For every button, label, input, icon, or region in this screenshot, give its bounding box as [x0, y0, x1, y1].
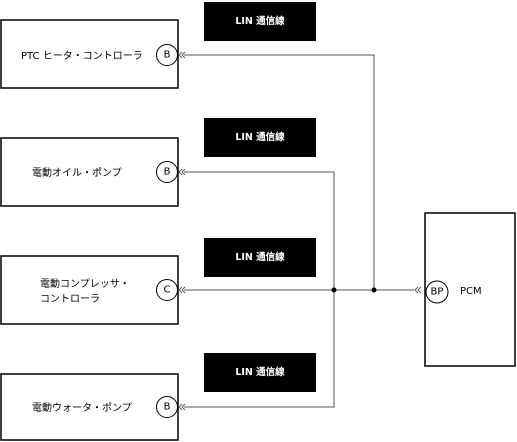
svg-text:B: B — [164, 402, 171, 413]
connector-pin-ptc-heater: B — [156, 44, 186, 66]
module-label-line-1: 電動コンプレッサ・ — [40, 277, 130, 290]
module-electric-oil-pump: 電動オイル・ポンプ — [0, 137, 179, 207]
svg-text:B: B — [164, 167, 171, 178]
module-label: 電動ウォータ・ポンプ — [32, 401, 132, 414]
svg-text:LIN 通信線: LIN 通信線 — [235, 15, 285, 27]
junction-dot-1 — [331, 287, 337, 293]
module-ptc-heater-controller: PTC ヒータ・コントローラ — [0, 19, 179, 89]
lin-label-3: LIN 通信線 — [204, 238, 316, 277]
svg-text:C: C — [164, 285, 171, 296]
junction-dot-2 — [371, 287, 377, 293]
pcm-label: PCM — [460, 286, 482, 297]
lin-label-2: LIN 通信線 — [204, 118, 316, 157]
svg-text:LIN 通信線: LIN 通信線 — [235, 366, 285, 378]
module-pcm: PCM — [424, 212, 516, 367]
connector-pin-oil-pump: B — [156, 161, 186, 183]
connector-pin-compressor: C — [156, 279, 186, 301]
svg-text:LIN 通信線: LIN 通信線 — [235, 251, 285, 263]
module-label-line-2: コントローラ — [40, 293, 100, 305]
module-label: PTC ヒータ・コントローラ — [21, 50, 143, 62]
wire-water-pump — [184, 290, 335, 408]
lin-label-1: LIN 通信線 — [204, 2, 316, 41]
svg-text:B: B — [164, 50, 171, 61]
svg-text:BP: BP — [431, 287, 444, 298]
connector-pin-pcm: BP — [414, 280, 449, 304]
module-label: 電動オイル・ポンプ — [32, 166, 122, 179]
wire-ptc-heater — [184, 54, 375, 290]
connector-pin-water-pump: B — [156, 396, 186, 418]
module-electric-compressor-controller: 電動コンプレッサ・ コントローラ — [0, 255, 179, 325]
lin-label-4: LIN 通信線 — [204, 353, 316, 392]
module-electric-water-pump: 電動ウォータ・ポンプ — [0, 373, 179, 441]
svg-text:LIN 通信線: LIN 通信線 — [235, 131, 285, 143]
wire-oil-pump — [184, 171, 335, 290]
